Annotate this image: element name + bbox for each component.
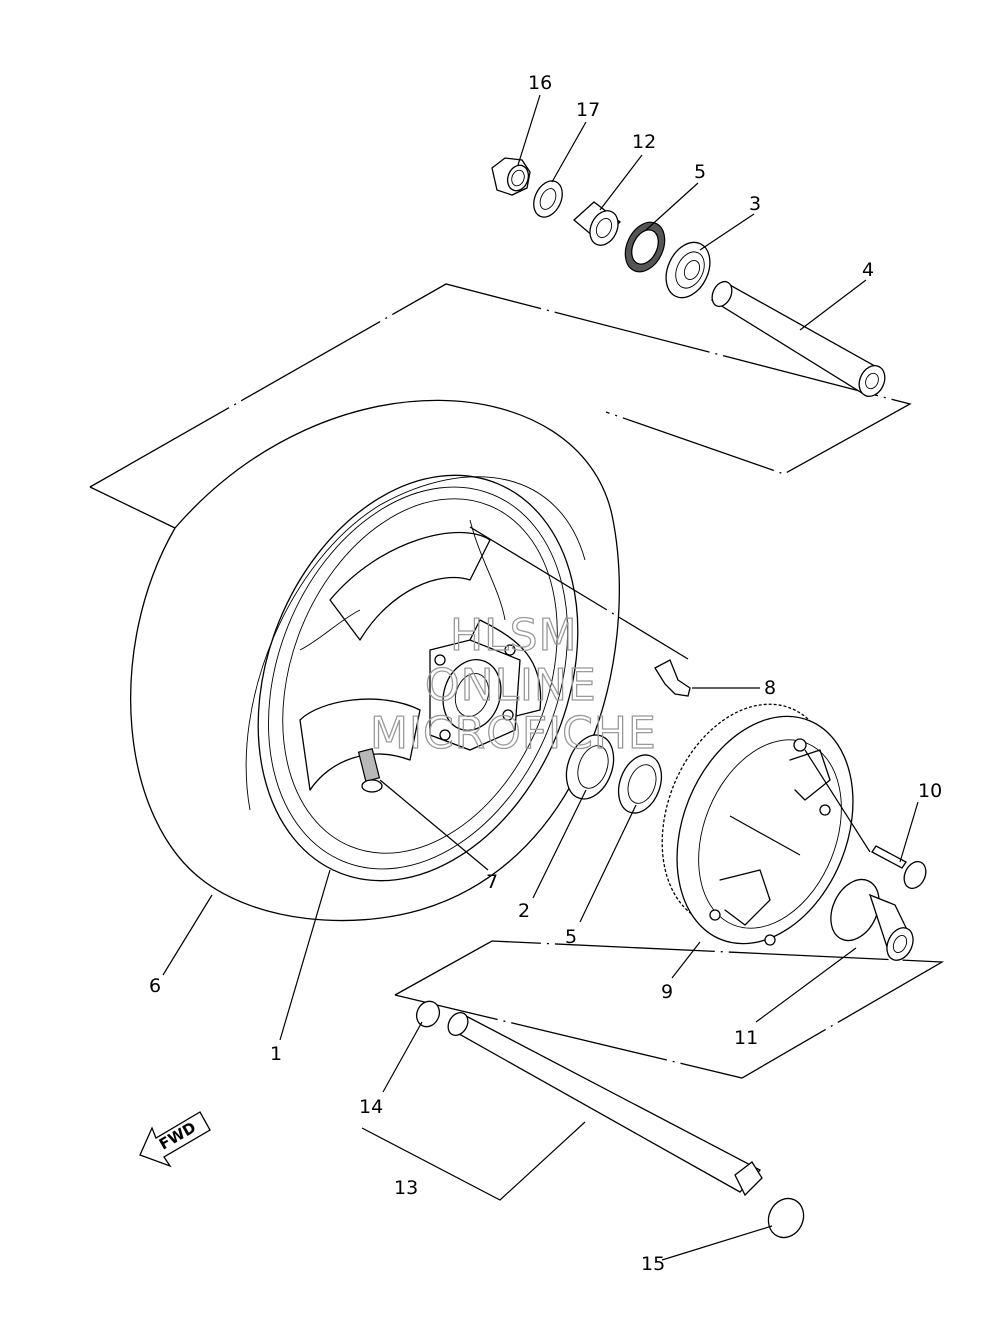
- watermark: HLSM ONLINE MICROFICHE: [369, 609, 657, 759]
- watermark-line-2: ONLINE: [425, 660, 597, 711]
- callout-16: 16: [528, 72, 552, 94]
- callout-9: 9: [661, 981, 673, 1003]
- clip: [654, 659, 691, 697]
- drive-pulley: [661, 703, 854, 946]
- callout-17: 17: [576, 99, 600, 121]
- air-valve: [357, 748, 383, 793]
- forward-direction-arrow: FWD: [139, 1111, 211, 1168]
- callout-11: 11: [734, 1027, 758, 1049]
- watermark-line-3: MICROFICHE: [370, 708, 657, 759]
- axle-cap-left: [415, 1000, 441, 1028]
- flange-bolt: [871, 845, 927, 890]
- callout-14: 14: [359, 1096, 383, 1118]
- spacer-tube: [710, 280, 886, 398]
- axle-cap-right: [767, 1197, 805, 1239]
- callout-15: 15: [641, 1253, 665, 1275]
- watermark-line-1: HLSM: [450, 610, 578, 661]
- leader-lines: [162, 94, 919, 1261]
- callout-5-lower: 5: [565, 926, 577, 948]
- axle-nut: [491, 157, 531, 196]
- callout-12: 12: [632, 131, 656, 153]
- callout-13: 13: [394, 1177, 418, 1199]
- assembly-outline-lower: [394, 940, 945, 1079]
- cast-wheel: [257, 474, 579, 882]
- callout-2: 2: [518, 900, 530, 922]
- callout-labels: 16 17 12 5 3 4 8 10 7 2 5 6 9 11 1 14 13…: [149, 72, 942, 1275]
- callout-3: 3: [749, 193, 761, 215]
- tire: [130, 399, 620, 922]
- callout-5-upper: 5: [694, 161, 706, 183]
- bearing-upper: [665, 241, 711, 299]
- callout-6: 6: [149, 975, 161, 997]
- oil-seal-lower: [617, 754, 663, 814]
- bearing-lower: [565, 734, 615, 800]
- callout-4: 4: [862, 259, 874, 281]
- callout-10: 10: [918, 780, 942, 802]
- plain-washer: [533, 180, 563, 218]
- oil-seal-upper: [624, 221, 666, 273]
- callout-8: 8: [764, 677, 776, 699]
- assembly-outline-upper: [89, 283, 912, 660]
- pulley-collar: [830, 878, 914, 961]
- callout-7: 7: [486, 871, 498, 893]
- assembly-bracket-axle: [361, 1121, 586, 1201]
- collar: [573, 201, 621, 246]
- callout-1: 1: [270, 1043, 282, 1065]
- wheel-axle: [447, 1012, 763, 1197]
